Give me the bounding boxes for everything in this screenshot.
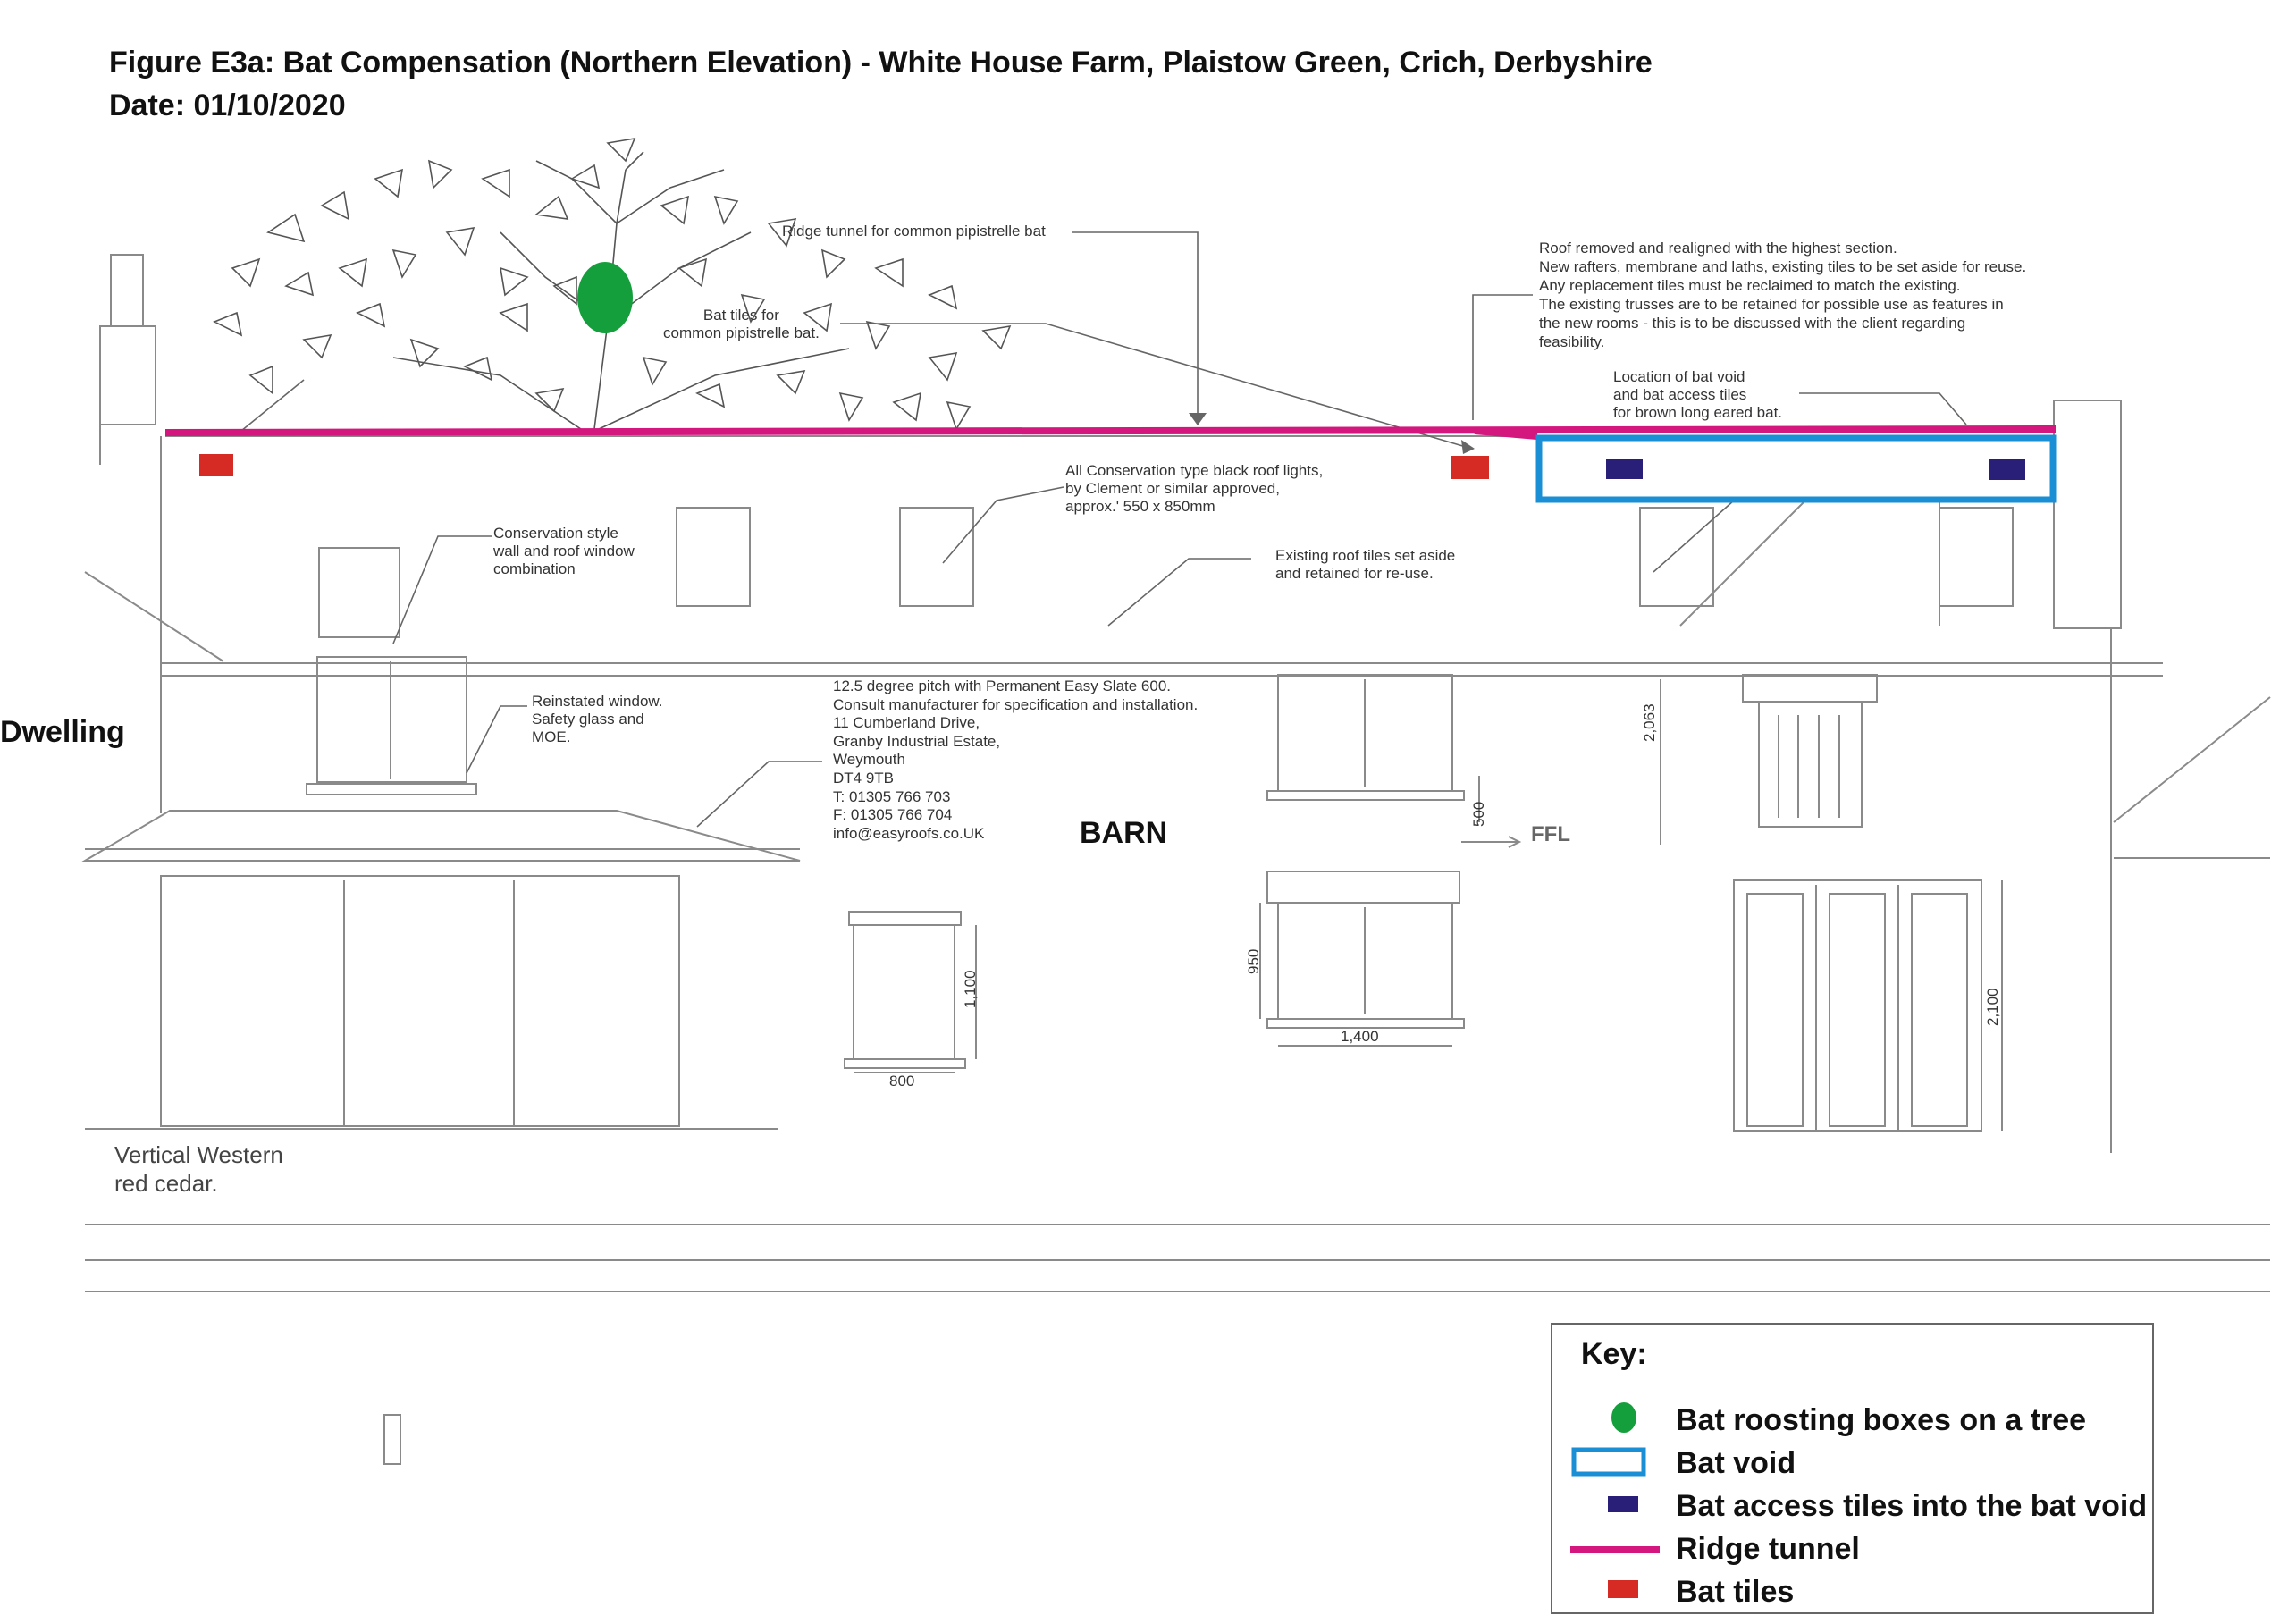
- figure-title: Figure E3a: Bat Compensation (Northern E…: [109, 41, 1653, 127]
- ridge-tunnel-annotation: Ridge tunnel for common pipistrelle bat: [782, 223, 1046, 240]
- bat-tile-left: [199, 454, 233, 476]
- reinstated-window-annotation: Reinstated window. Safety glass and MOE.: [532, 693, 663, 745]
- dim-2100: 2,100: [1984, 988, 2001, 1026]
- chimney: [110, 254, 144, 327]
- barn-window-lower-lintel: [1266, 871, 1460, 904]
- right-gable: [2053, 400, 2122, 629]
- dim-500: 500: [1470, 801, 1487, 827]
- dim-950: 950: [1245, 948, 1262, 974]
- key-label-roosting-box: Bat roosting boxes on a tree: [1676, 1403, 2087, 1437]
- key-label-bat-void: Bat void: [1676, 1446, 1796, 1480]
- small-window: [853, 924, 955, 1060]
- title-line-1: Figure E3a: Bat Compensation (Northern E…: [109, 46, 1653, 80]
- reinstated-window: [316, 656, 467, 783]
- key-item-roosting-box: Bat roosting boxes on a tree: [1552, 1400, 2152, 1439]
- roof-window-2: [899, 507, 974, 607]
- bat-roosting-box-ellipse: [577, 262, 633, 333]
- blue-outline-rect-icon: [1571, 1447, 1646, 1477]
- conservation-roof-window: [318, 547, 400, 638]
- pitch-spec-annotation: 12.5 degree pitch with Permanent Easy Sl…: [833, 677, 1199, 842]
- right-upper-window: [1758, 701, 1863, 828]
- roof-window-4: [1939, 507, 2014, 607]
- key-item-bat-void: Bat void: [1552, 1443, 2152, 1482]
- bat-void-box: [1535, 434, 2057, 503]
- barn-label: BARN: [1080, 816, 1168, 850]
- magenta-line-icon: [1570, 1546, 1660, 1553]
- extension-roof: [81, 810, 801, 862]
- bat-tile-right: [1451, 456, 1489, 479]
- dim-800: 800: [889, 1073, 915, 1090]
- bat-access-tile-right: [1989, 459, 2025, 480]
- conservation-window-annotation: Conservation style wall and roof window …: [493, 525, 635, 577]
- roof-window-1: [676, 507, 751, 607]
- key-title: Key:: [1581, 1337, 1647, 1371]
- key-item-bat-tiles: Bat tiles: [1552, 1571, 2152, 1611]
- dim-1100: 1,100: [962, 970, 979, 1008]
- green-ellipse-icon: [1611, 1402, 1636, 1433]
- barn-doors: [1733, 879, 1982, 1132]
- key-item-ridge-tunnel: Ridge tunnel: [1552, 1528, 2152, 1568]
- right-upper-lintel: [1742, 674, 1878, 703]
- key-label-access-tiles: Bat access tiles into the bat void: [1676, 1489, 2148, 1523]
- small-window-lintel: [848, 911, 962, 926]
- key-item-access-tiles: Bat access tiles into the bat void: [1552, 1485, 2152, 1525]
- legend-key: Key: Bat roosting boxes on a tree Bat vo…: [1551, 1323, 2154, 1614]
- bat-access-tile-left: [1606, 459, 1643, 479]
- roof-realigned-annotation: Roof removed and realigned with the high…: [1539, 240, 2027, 350]
- red-rect-icon: [1608, 1580, 1638, 1598]
- dim-2063: 2,063: [1641, 703, 1658, 742]
- ffl-label: FFL: [1531, 822, 1570, 846]
- chimney-stack: [99, 325, 156, 425]
- title-line-2: Date: 01/10/2020: [109, 88, 346, 122]
- bat-tiles-annotation: Bat tiles for common pipistrelle bat.: [663, 307, 820, 341]
- dim-1400: 1,400: [1341, 1028, 1379, 1045]
- ridge-tunnel-line: [164, 425, 2057, 436]
- bat-void-location-annotation: Location of bat void and bat access tile…: [1613, 368, 1783, 421]
- extension-wall: [160, 875, 680, 1127]
- existing-tiles-annotation: Existing roof tiles set aside and retain…: [1275, 547, 1456, 582]
- cedar-label: Vertical Western red cedar.: [114, 1141, 283, 1197]
- dwelling-label: Dwelling: [0, 715, 125, 749]
- roof-window-3: [1639, 507, 1714, 607]
- navy-rect-icon: [1608, 1496, 1638, 1512]
- key-label-bat-tiles: Bat tiles: [1676, 1575, 1795, 1609]
- roof-lights-annotation: All Conservation type black roof lights,…: [1065, 462, 1324, 515]
- key-label-ridge-tunnel: Ridge tunnel: [1676, 1532, 1860, 1566]
